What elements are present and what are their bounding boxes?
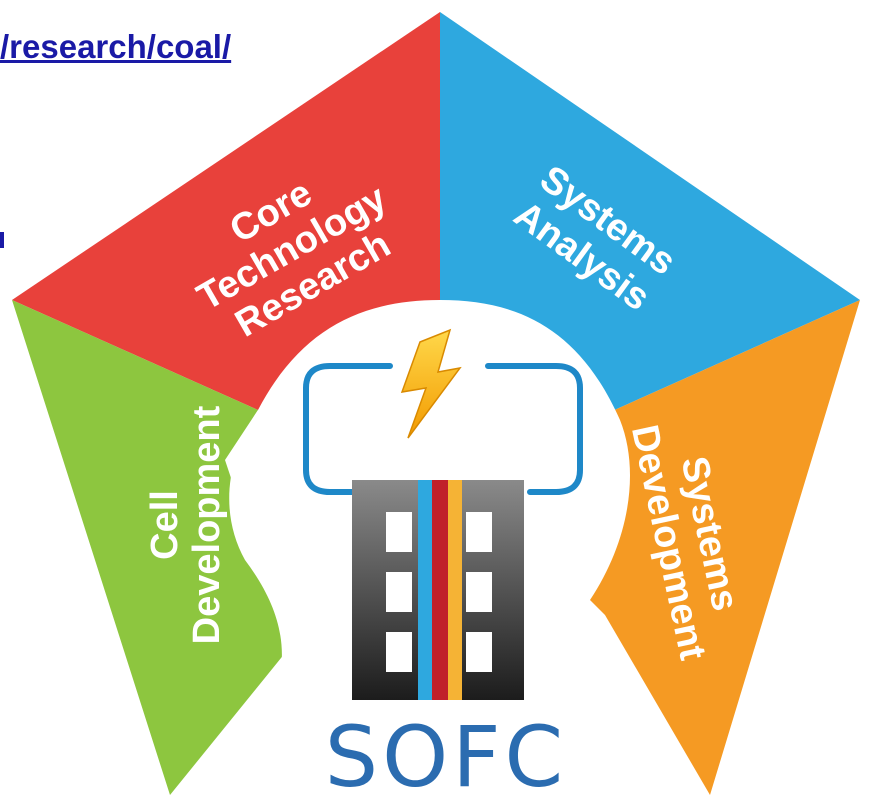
cell-development-line-1: Cell [144,490,186,560]
circuit-icon [303,363,583,495]
segment-core-technology-research [12,12,440,410]
segment-systems-analysis [440,12,860,412]
stray-text-mark [0,232,4,248]
segment-cell-development [12,300,328,795]
fuel-cell-stack-icon [352,480,524,700]
label-cell-development: Cell Development [144,405,228,644]
research-coal-link[interactable]: /research/coal/ [0,28,232,65]
cell-development-line-2: Development [186,405,228,644]
segment-systems-development [565,300,860,795]
lightning-bolt-icon [400,328,462,439]
sofc-label: SOFC [325,708,567,806]
